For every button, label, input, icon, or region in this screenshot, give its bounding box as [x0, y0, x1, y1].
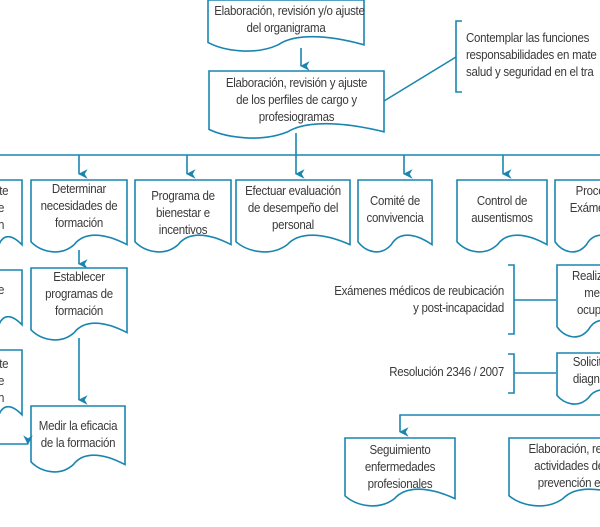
examenes-proc-node-shape	[554, 179, 600, 253]
programas-formacion-node-shape	[30, 267, 128, 341]
left-doc-2-label-line: e	[0, 282, 20, 299]
note-funciones-label-line: salud y seguridad en el tra	[466, 65, 594, 79]
left-doc-3-label-line: ste	[0, 357, 9, 371]
prevencion-node-label: Elaboración, revi actividades de prevenció…	[514, 441, 600, 492]
bienestar-node-label-line: bienestar e	[156, 206, 210, 220]
organigrama-node-label-line: del organigrama	[246, 21, 326, 35]
perfiles-node-shape	[208, 70, 385, 139]
realizar-node-shape	[556, 264, 600, 338]
seguimiento-node-label-line: enfermedades	[364, 460, 436, 474]
perfiles-node-label-line: de los perfiles de cargo y	[236, 93, 357, 107]
note-funciones-label-line: Contemplar las funciones	[466, 31, 590, 45]
seguimiento-node-label: Seguimiento enfermedades profesionales	[349, 442, 450, 493]
left-doc-1-label-line: e	[0, 200, 20, 217]
note-funciones-label-line: responsabilidades en mate	[466, 48, 597, 62]
bienestar-node-shape	[134, 179, 232, 253]
left-doc-3-label-line: n	[0, 390, 20, 407]
left-doc-3-label-line: e	[0, 373, 20, 390]
seguimiento-node-shape	[344, 437, 456, 507]
prevencion-node-label-line: actividades de	[534, 459, 600, 473]
convivencia-node-shape	[357, 179, 433, 253]
solicitar-node-label-line: diagnós	[572, 372, 600, 386]
prevencion-node-label-line: prevención e	[537, 476, 600, 490]
eficacia-node-shape	[30, 405, 126, 473]
necesidades-node-label-line: necesidades de	[40, 199, 118, 213]
lower-bus-line	[399, 414, 600, 437]
seguimiento-node-label-line: Seguimiento	[369, 443, 431, 457]
convivencia-node-label-line: convivencia	[366, 211, 424, 225]
note-resolucion-label: Resolución 2346 / 2007	[353, 364, 504, 381]
connector-perfiles-to-note	[383, 56, 457, 102]
organigrama-node-label-line: Elaboración, revisión y/o ajuste	[214, 4, 365, 18]
organigrama-node-label: Elaboración, revisión y/o ajuste del orga…	[214, 3, 365, 37]
programas-formacion-node-label-line: formación	[54, 304, 104, 318]
ausentismos-node-label: Control de ausentismos	[461, 193, 544, 227]
convivencia-node-label-line: Comité de	[370, 194, 420, 208]
examenes-proc-node-label-line: Exámen	[569, 201, 600, 215]
realizar-node-label-line: Realizar	[572, 269, 600, 283]
eficacia-node-label-line: Medir la eficacia	[38, 419, 118, 433]
solicitar-node-label: Solicitar diagnós	[560, 354, 600, 388]
bienestar-node-label: Programa de bienestar e incentivos	[139, 188, 227, 239]
perfiles-node-label-line: Elaboración, revisión y ajuste	[225, 76, 368, 90]
necesidades-node-shape	[30, 179, 128, 253]
examenes-proc-node-label: ProceExámen	[558, 183, 600, 217]
ausentismos-node-label-line: Control de	[476, 194, 528, 208]
programas-formacion-node-label: Establecer programas de formación	[35, 269, 123, 320]
eficacia-node-label: Medir la eficacia de la formación	[35, 418, 121, 452]
note-resolucion-label-line: Resolución 2346 / 2007	[389, 365, 504, 379]
ausentismos-node-shape	[456, 179, 548, 253]
eficacia-node-label-line: de la formación	[40, 436, 116, 450]
desempeno-node-label-line: Efectuar evaluación	[245, 184, 341, 198]
desempeno-node-shape	[235, 179, 351, 253]
left-doc-1-shape	[0, 179, 23, 247]
seguimiento-node-label-line: profesionales	[367, 477, 433, 491]
desempeno-node-label-line: de desempeño del	[247, 201, 339, 215]
left-doc-2-shape	[0, 269, 23, 327]
left-doc-3-label: ste en	[0, 356, 20, 407]
programas-formacion-node-label-line: Establecer	[53, 270, 105, 284]
perfiles-node-label-line: profesiogramas	[258, 110, 335, 124]
organigrama-node-shape	[207, 0, 365, 52]
examenes-proc-node-label-line: Proce	[575, 184, 600, 198]
bracket-funciones	[455, 20, 462, 93]
left-doc-1-label-line: n	[0, 217, 20, 234]
left-doc-2-label: e	[0, 282, 20, 299]
programas-formacion-node-label-line: programas de	[45, 287, 113, 301]
left-doc-1-label: ste en	[0, 183, 20, 234]
bienestar-node-label-line: Programa de	[151, 189, 215, 203]
necesidades-node-label-line: Determinar	[51, 182, 107, 196]
bracket-reubicacion	[508, 264, 515, 335]
necesidades-node-label: Determinar necesidades de formación	[35, 181, 123, 232]
prevencion-node-shape	[508, 437, 600, 507]
solicitar-node-label-line: Solicitar	[572, 355, 600, 369]
convivencia-node-label: Comité de convivencia	[361, 193, 429, 227]
note-reubicacion-label-line: y post-incapacidad	[413, 301, 504, 315]
realizar-node-label-line: ocupa	[577, 303, 600, 317]
realizar-node-label-line: me	[584, 286, 600, 300]
note-reubicacion-label-line: Exámenes médicos de reubicación	[334, 284, 504, 298]
realizar-node-label: Realizar me ocupa	[560, 268, 600, 319]
left-doc-1-label-line: ste	[0, 184, 9, 198]
bienestar-node-label-line: incentivos	[158, 223, 208, 237]
desempeno-node-label-line: personal	[272, 218, 314, 232]
solicitar-node-shape	[556, 352, 600, 405]
perfiles-node-label: Elaboración, revisión y ajuste de los per…	[216, 75, 377, 126]
note-funciones-label: Contemplar las funciones responsabilidade…	[466, 30, 600, 81]
desempeno-node-label: Efectuar evaluación de desempeño del perso…	[241, 183, 346, 234]
note-reubicacion-label: Exámenes médicos de reubicación y post-in…	[326, 283, 504, 317]
left-doc-3-shape	[0, 349, 23, 417]
bracket-resolucion	[508, 353, 515, 394]
prevencion-node-label-line: Elaboración, revi	[528, 442, 600, 456]
necesidades-node-label-line: formación	[54, 216, 104, 230]
ausentismos-node-label-line: ausentismos	[471, 211, 533, 225]
